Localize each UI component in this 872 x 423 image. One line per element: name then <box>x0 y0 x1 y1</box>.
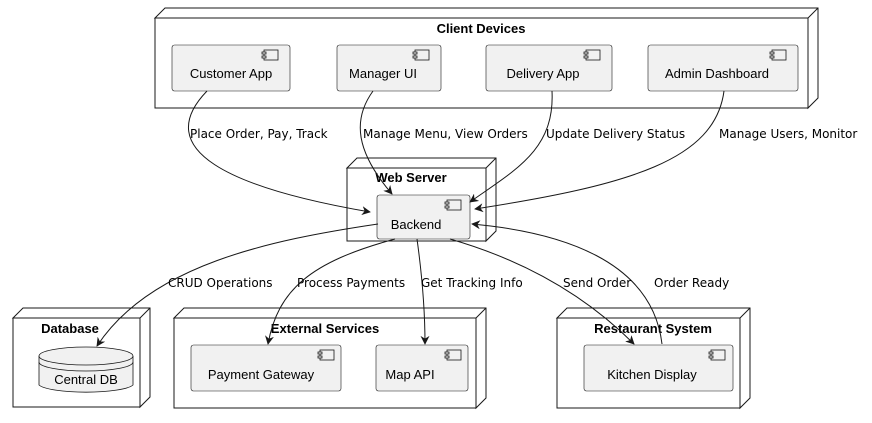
node-title-web-server: Web Server <box>375 170 446 185</box>
component-icon <box>444 349 462 361</box>
component-icon <box>444 199 462 211</box>
edge-labels: Place Order, Pay, Track Manage Menu, Vie… <box>168 127 857 290</box>
edge-customer-app-to-backend <box>187 90 371 216</box>
edge-backend-to-central-db <box>96 223 379 347</box>
component-label: Map API <box>385 367 434 382</box>
component-label: Payment Gateway <box>208 367 315 382</box>
component-icon <box>708 349 726 361</box>
component-label: Customer App <box>190 66 272 81</box>
component-label: Admin Dashboard <box>665 66 769 81</box>
component-admin-dashboard[interactable]: Admin Dashboard <box>647 44 799 92</box>
component-manager-ui[interactable]: Manager UI <box>336 44 442 92</box>
component-icon <box>261 49 279 61</box>
edges <box>96 90 725 347</box>
edge-label-crud: CRUD Operations <box>168 276 273 290</box>
component-backend[interactable]: Backend <box>376 194 471 240</box>
edge-label-order-ready: Order Ready <box>654 276 729 290</box>
node-title-client-devices: Client Devices <box>437 21 526 36</box>
edge-backend-to-map-api <box>416 238 430 345</box>
edge-label-get-tracking: Get Tracking Info <box>421 276 523 290</box>
component-payment-gateway[interactable]: Payment Gateway <box>190 344 342 392</box>
node-title-restaurant-system: Restaurant System <box>594 321 712 336</box>
node-web-server: Web Server Backend <box>345 157 497 243</box>
component-map-api[interactable]: Map API <box>375 344 469 392</box>
component-icon <box>583 49 601 61</box>
component-icon <box>317 349 335 361</box>
node-title-external-services: External Services <box>271 321 379 336</box>
edge-label-place-order: Place Order, Pay, Track <box>190 127 328 141</box>
edge-label-manage-menu: Manage Menu, View Orders <box>363 127 528 141</box>
component-label: Kitchen Display <box>607 367 697 382</box>
component-label: Delivery App <box>507 66 580 81</box>
edge-label-update-delivery: Update Delivery Status <box>546 127 685 141</box>
component-label: Backend <box>391 217 442 232</box>
edge-label-process-payments: Process Payments <box>297 276 405 290</box>
node-database: Database Central DB <box>11 307 151 409</box>
database-label: Central DB <box>54 372 118 387</box>
node-title-database: Database <box>41 321 99 336</box>
node-restaurant-system: Restaurant System Kitchen Display <box>555 307 751 410</box>
edge-backend-to-kitchen-display <box>449 238 635 345</box>
edge-label-send-order: Send Order <box>563 276 631 290</box>
component-customer-app[interactable]: Customer App <box>171 44 291 92</box>
database-central-db[interactable]: Central DB <box>38 346 134 393</box>
component-delivery-app[interactable]: Delivery App <box>485 44 613 92</box>
component-label: Manager UI <box>349 66 417 81</box>
edge-delivery-app-to-backend <box>469 90 553 203</box>
component-kitchen-display[interactable]: Kitchen Display <box>583 344 734 392</box>
edge-kitchen-display-to-backend <box>471 220 663 345</box>
edge-admin-dashboard-to-backend <box>474 90 725 213</box>
edge-label-manage-users: Manage Users, Monitor <box>719 127 857 141</box>
component-icon <box>412 49 430 61</box>
component-icon <box>769 49 787 61</box>
node-client-devices: Client Devices Customer App Manager UI <box>153 7 819 110</box>
edge-manager-ui-to-backend <box>359 90 393 195</box>
edge-backend-to-payment-gateway <box>265 238 396 345</box>
node-external-services: External Services Payment Gateway Map AP… <box>172 307 487 410</box>
